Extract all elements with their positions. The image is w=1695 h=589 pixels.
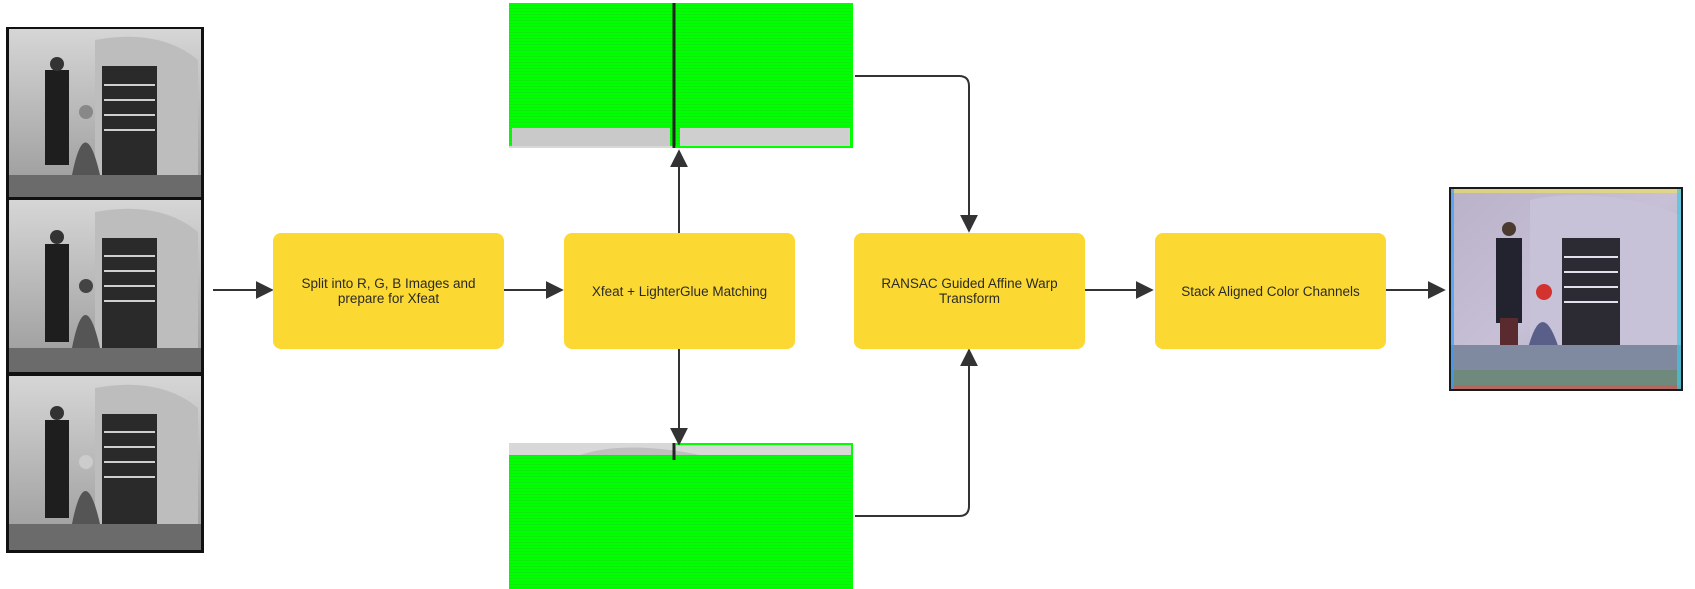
exposure-bottom (9, 376, 201, 550)
match-visualization-bottom (509, 443, 853, 589)
step-ransac-warp: RANSAC Guided Affine Warp Transform (854, 233, 1085, 349)
input-negative-image (6, 27, 204, 553)
arrow-bottom-image-to-ransac (855, 348, 978, 517)
arrow-top-image-to-ransac (855, 75, 978, 233)
step-split-channels-label: Split into R, G, B Images and prepare fo… (301, 276, 476, 306)
step-ransac-warp-label: RANSAC Guided Affine Warp Transform (881, 276, 1058, 306)
exposure-middle (9, 200, 201, 372)
step-stack-channels-label: Stack Aligned Color Channels (1181, 283, 1360, 299)
exposure-top (9, 29, 201, 197)
output-color-image (1449, 187, 1683, 391)
match-visualization-top (509, 3, 853, 148)
step-feature-matching-label: Xfeat + LighterGlue Matching (591, 283, 768, 299)
step-feature-matching: Xfeat + LighterGlue Matching (564, 233, 795, 349)
step-stack-channels: Stack Aligned Color Channels (1155, 233, 1386, 349)
step-split-channels: Split into R, G, B Images and prepare fo… (273, 233, 504, 349)
connectors (213, 75, 1446, 517)
